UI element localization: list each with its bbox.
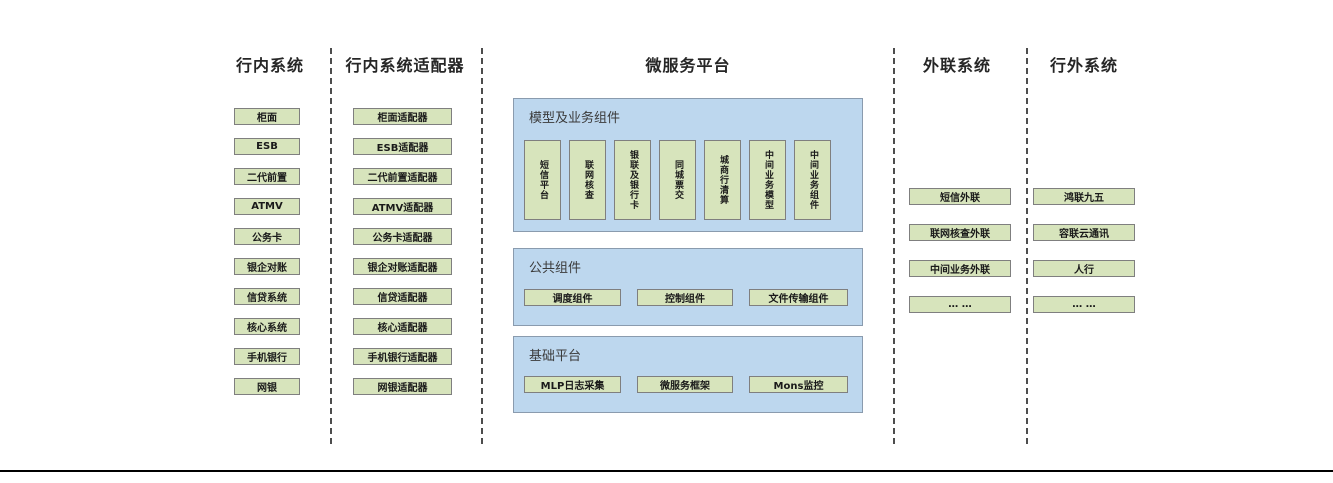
internal-system-box: ESB (234, 138, 300, 155)
external-system-box: 人行 (1033, 260, 1135, 277)
model-components-row: 短信平台 联网核查 银联及银行卡 同城票交 城商行清算 中间业务模型 中间业务组… (524, 140, 831, 220)
slide-bottom-border (0, 470, 1333, 472)
panel-model-business-components: 模型及业务组件 短信平台 联网核查 银联及银行卡 同城票交 城商行清算 中间业务… (513, 98, 863, 232)
panel-common-components: 公共组件 调度组件 控制组件 文件传输组件 (513, 248, 863, 326)
internal-system-box: 核心系统 (234, 318, 300, 335)
base-platform-box: 微服务框架 (637, 376, 733, 393)
model-component-box: 中间业务组件 (794, 140, 831, 220)
model-component-box: 城商行清算 (704, 140, 741, 220)
adapter-box: ATMV适配器 (353, 198, 452, 215)
base-platform-row: MLP日志采集 微服务框架 Mons监控 (524, 376, 848, 393)
internal-system-box: 公务卡 (234, 228, 300, 245)
column-divider (1026, 48, 1028, 444)
external-system-box: 容联云通讯 (1033, 224, 1135, 241)
column-divider (893, 48, 895, 444)
internal-system-box: 银企对账 (234, 258, 300, 275)
base-platform-box: Mons监控 (749, 376, 848, 393)
column-header-external: 行外系统 (1049, 56, 1118, 75)
column-divider (481, 48, 483, 444)
panel-base-platform: 基础平台 MLP日志采集 微服务框架 Mons监控 (513, 336, 863, 413)
model-component-box: 联网核查 (569, 140, 606, 220)
column-header-platform: 微服务平台 (645, 56, 731, 75)
panel-title: 基础平台 (529, 349, 582, 364)
internal-system-box: 柜面 (234, 108, 300, 125)
outlink-box: 联网核查外联 (909, 224, 1011, 241)
adapter-box: ESB适配器 (353, 138, 452, 155)
external-system-box: … … (1033, 296, 1135, 313)
internal-system-box: 网银 (234, 378, 300, 395)
outlink-box: 短信外联 (909, 188, 1011, 205)
model-component-box: 同城票交 (659, 140, 696, 220)
adapter-box: 公务卡适配器 (353, 228, 452, 245)
outlink-box: … … (909, 296, 1011, 313)
model-component-box: 中间业务模型 (749, 140, 786, 220)
internal-system-box: 信贷系统 (234, 288, 300, 305)
base-platform-box: MLP日志采集 (524, 376, 621, 393)
external-system-box: 鸿联九五 (1033, 188, 1135, 205)
outlink-box: 中间业务外联 (909, 260, 1011, 277)
column-header-adapters: 行内系统适配器 (345, 56, 465, 75)
panel-title: 模型及业务组件 (529, 111, 621, 126)
common-component-box: 文件传输组件 (749, 289, 848, 306)
common-components-row: 调度组件 控制组件 文件传输组件 (524, 289, 848, 306)
adapter-box: 二代前置适配器 (353, 168, 452, 185)
adapter-box: 柜面适配器 (353, 108, 452, 125)
column-divider (330, 48, 332, 444)
internal-system-box: 手机银行 (234, 348, 300, 365)
model-component-box: 短信平台 (524, 140, 561, 220)
column-header-internal: 行内系统 (235, 56, 304, 75)
common-component-box: 调度组件 (524, 289, 621, 306)
internal-system-box: ATMV (234, 198, 300, 215)
internal-systems-list: 柜面 ESB 二代前置 ATMV 公务卡 银企对账 信贷系统 核心系统 手机银行… (234, 108, 300, 395)
adapter-box: 网银适配器 (353, 378, 452, 395)
adapter-box: 银企对账适配器 (353, 258, 452, 275)
adapters-list: 柜面适配器 ESB适配器 二代前置适配器 ATMV适配器 公务卡适配器 银企对账… (353, 108, 452, 395)
outlink-systems-list: 短信外联 联网核查外联 中间业务外联 … … (909, 188, 1011, 313)
internal-system-box: 二代前置 (234, 168, 300, 185)
external-systems-list: 鸿联九五 容联云通讯 人行 … … (1033, 188, 1135, 313)
panel-title: 公共组件 (529, 261, 582, 276)
model-component-box: 银联及银行卡 (614, 140, 651, 220)
adapter-box: 信贷适配器 (353, 288, 452, 305)
common-component-box: 控制组件 (637, 289, 733, 306)
adapter-box: 手机银行适配器 (353, 348, 452, 365)
column-header-outlink: 外联系统 (922, 56, 991, 75)
adapter-box: 核心适配器 (353, 318, 452, 335)
